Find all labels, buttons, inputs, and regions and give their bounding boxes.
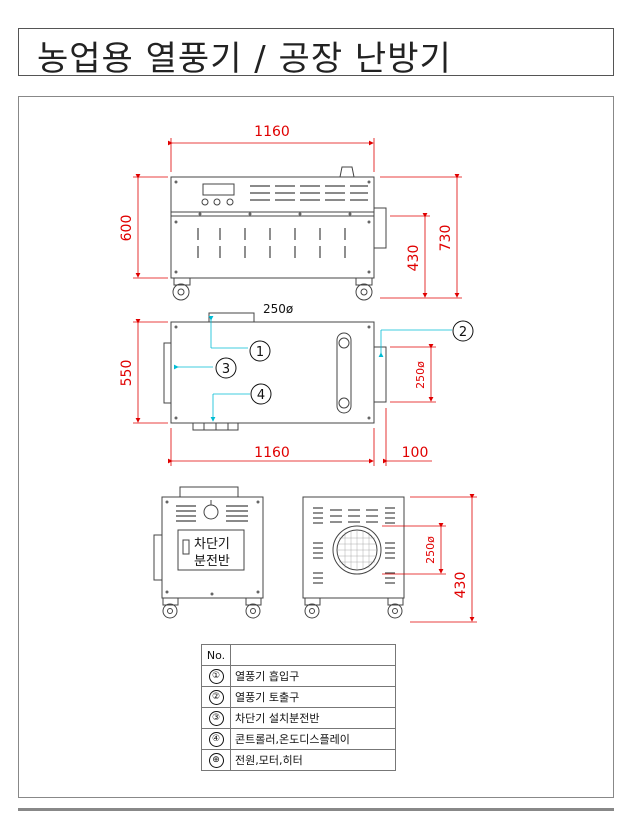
legend-row: ① 열풍기 흡입구 xyxy=(201,665,396,687)
legend-num: ① xyxy=(208,669,224,684)
legend-num: ④ xyxy=(208,732,224,747)
top-dimensions xyxy=(133,319,436,466)
legend-table: No. ① 열풍기 흡입구 ② 열풍기 토출구 ③ 차단기 설치분전반 ④ 콘트… xyxy=(201,644,396,771)
legend-header-row: No. xyxy=(201,644,396,666)
legend-desc: 콘트롤러,온도디스플레이 xyxy=(230,728,396,750)
callout-4: 4 xyxy=(257,388,265,403)
front-height-dim: 600 xyxy=(119,215,135,242)
front-view xyxy=(170,166,387,301)
rear-outlet-dia-dim: 250ø xyxy=(424,536,437,564)
front-lower-height-dim: 430 xyxy=(406,245,422,272)
rear-grille xyxy=(337,530,377,570)
legend-desc: 차단기 설치분전반 xyxy=(230,707,396,729)
legend-desc: 열풍기 토출구 xyxy=(230,686,396,708)
legend-row: ② 열풍기 토출구 xyxy=(201,686,396,708)
callout-1: 1 xyxy=(256,345,264,360)
legend-desc: 전원,모터,히터 xyxy=(230,749,396,771)
legend-desc: 열풍기 흡입구 xyxy=(230,665,396,687)
front-width-dim: 1160 xyxy=(254,124,290,140)
top-view xyxy=(163,312,387,431)
legend-header: No. xyxy=(201,644,231,666)
callout-circles xyxy=(215,320,474,405)
rear-dimensions xyxy=(382,494,477,623)
legend-num: ③ xyxy=(208,711,224,726)
front-total-height-dim: 730 xyxy=(438,225,454,252)
legend-row: ④ 콘트롤러,온도디스플레이 xyxy=(201,728,396,750)
panel-label-line1: 차단기 xyxy=(194,537,230,552)
side-view xyxy=(153,486,264,619)
front-dimensions xyxy=(133,138,462,299)
title-box: 농업용 열풍기 / 공장 난방기 xyxy=(18,28,614,79)
drawing-frame xyxy=(18,96,614,798)
panel-label-line2: 분전반 xyxy=(194,554,230,569)
legend-row: ③ 차단기 설치분전반 xyxy=(201,707,396,729)
top-width-dim: 1160 xyxy=(254,445,290,461)
page-title: 농업용 열풍기 / 공장 난방기 xyxy=(37,39,452,79)
rear-view xyxy=(302,496,405,619)
top-leaders xyxy=(174,316,452,422)
callout-3: 3 xyxy=(222,362,230,377)
inlet-dia-dim: 250ø xyxy=(263,302,293,316)
top-extension-dim: 100 xyxy=(402,445,429,461)
legend-num: ② xyxy=(208,690,224,705)
top-depth-dim: 550 xyxy=(119,360,135,387)
outlet-dia-dim: 250ø xyxy=(414,361,427,389)
legend-row: ⊕ 전원,모터,히터 xyxy=(201,749,396,771)
rear-height-dim: 430 xyxy=(453,572,469,599)
callout-2: 2 xyxy=(459,325,467,340)
legend-num: ⊕ xyxy=(208,753,224,768)
bottom-divider xyxy=(18,808,614,811)
